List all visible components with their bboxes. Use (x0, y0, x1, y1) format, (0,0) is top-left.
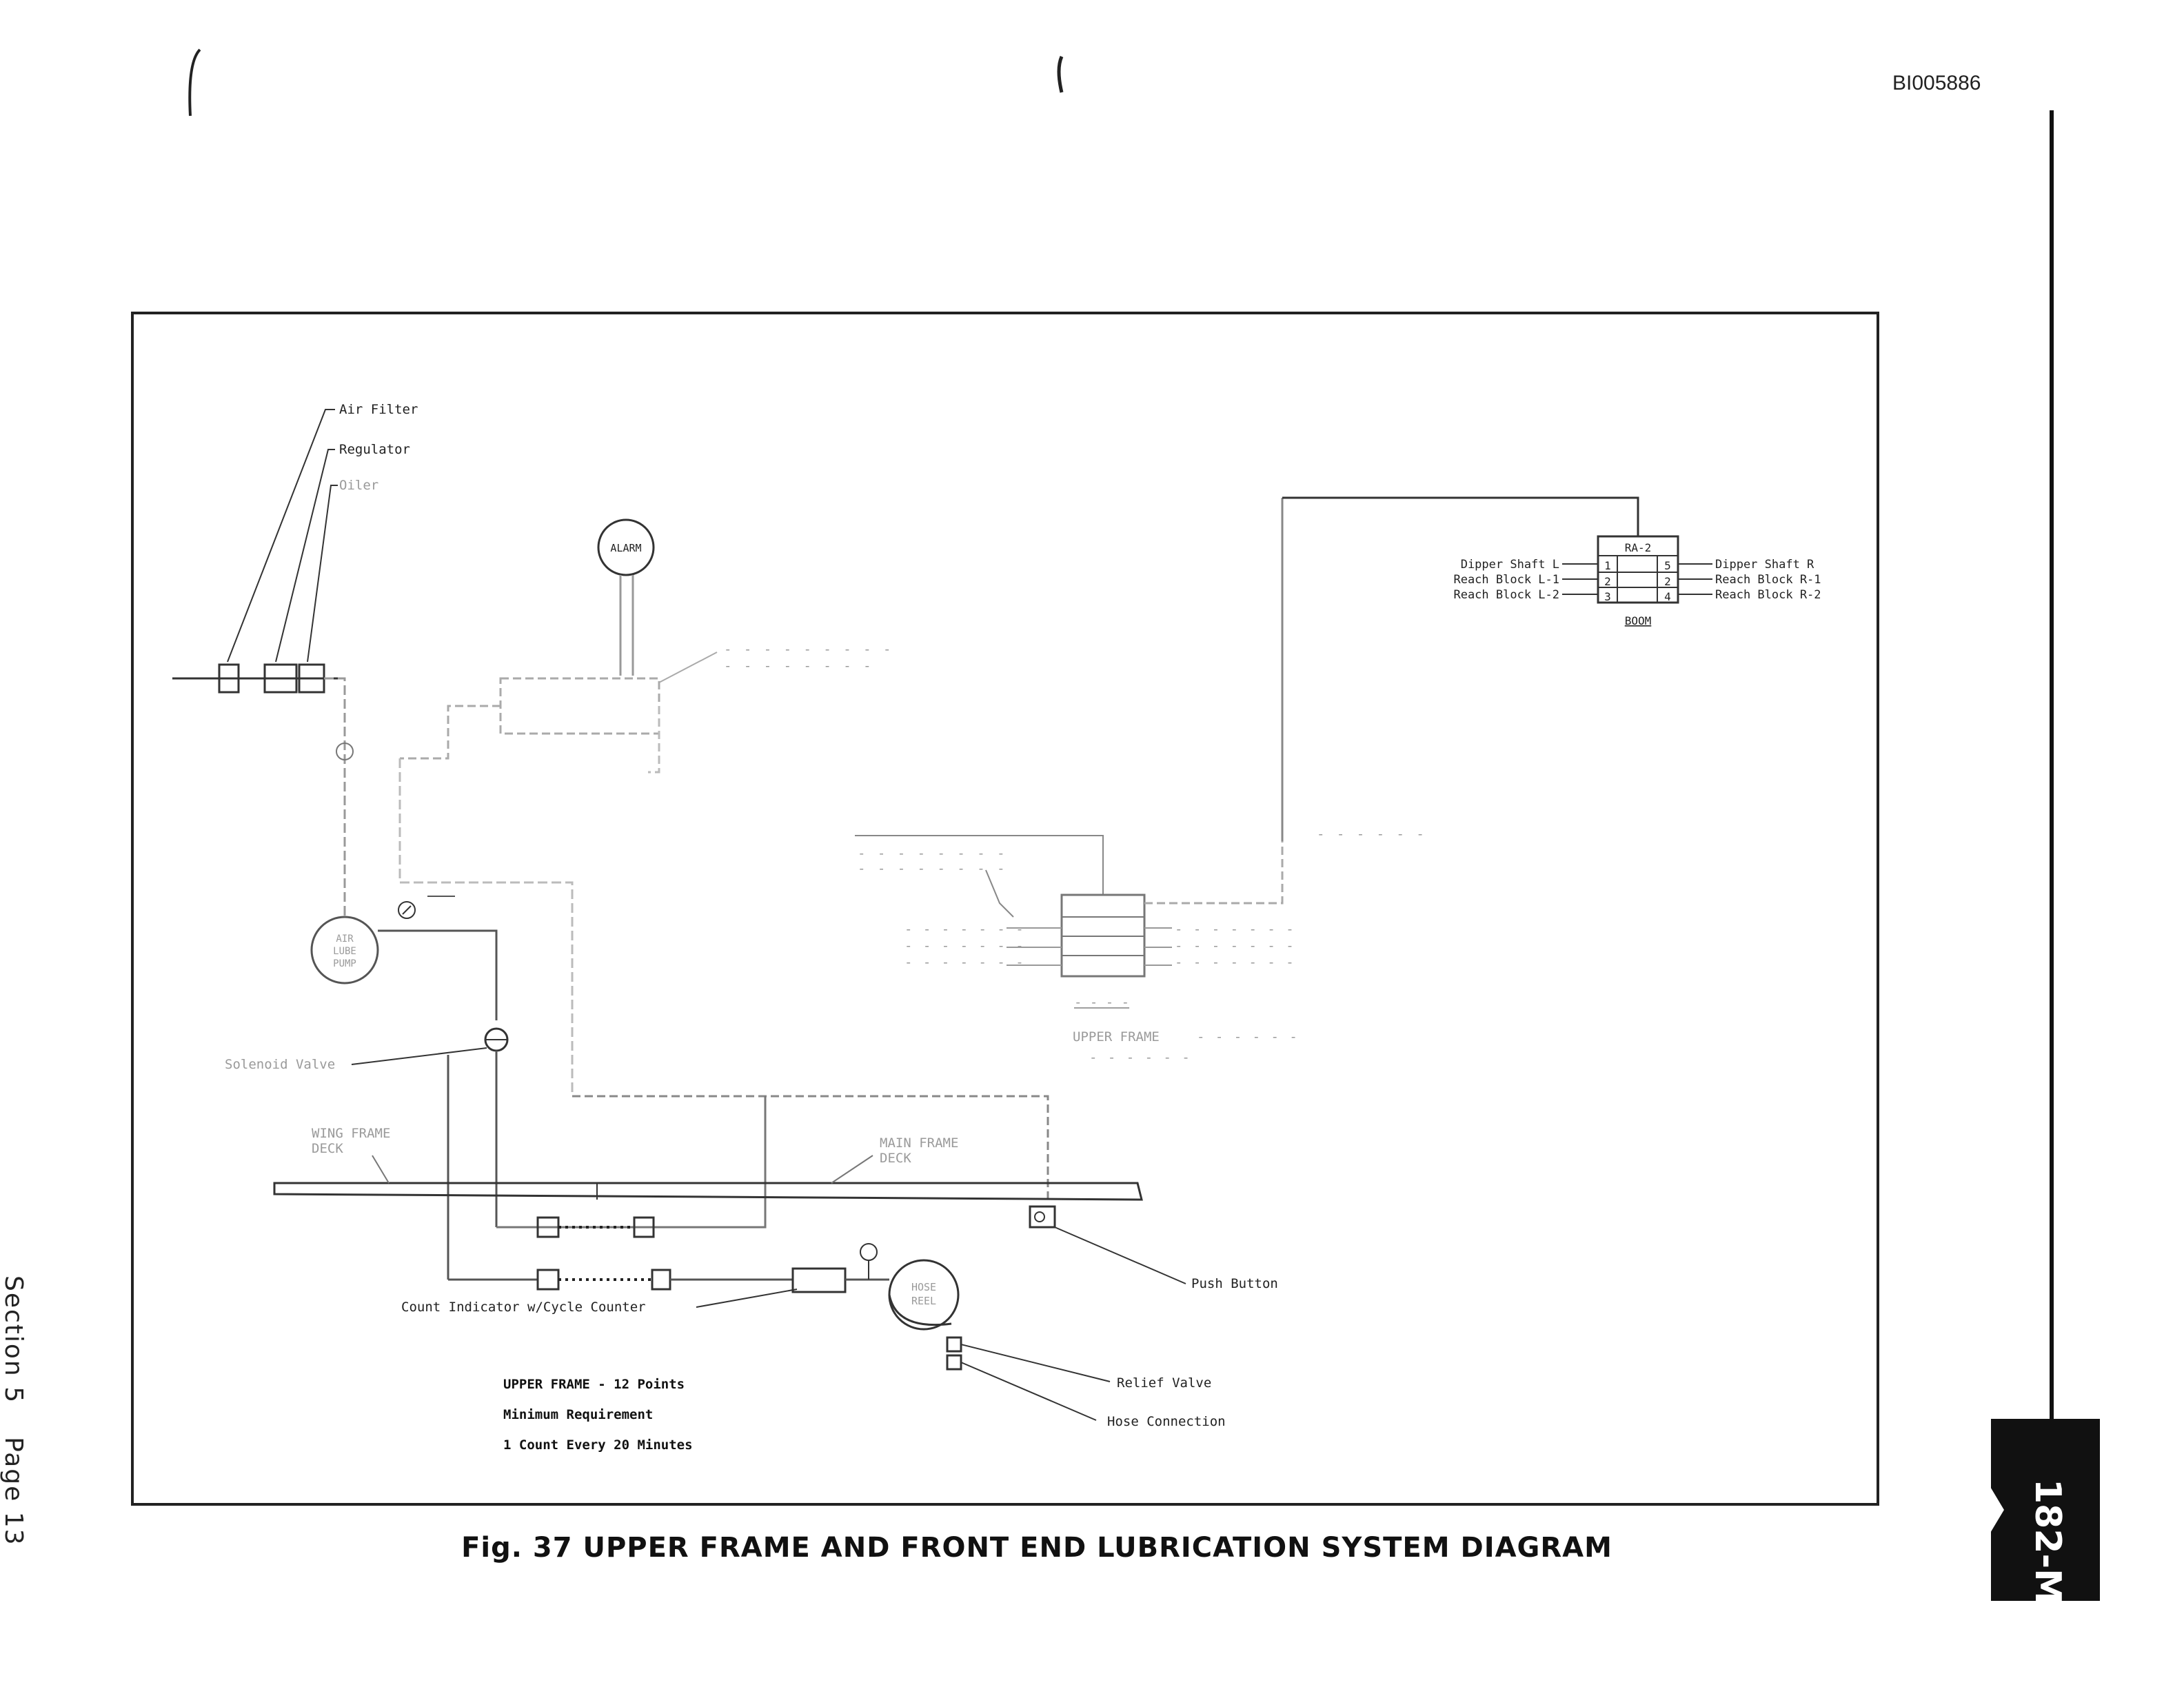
svg-text:AIR: AIR (336, 933, 354, 945)
notes-line-3: 1 Count Every 20 Minutes (503, 1437, 693, 1453)
boom-label: BOOM (1625, 614, 1652, 627)
boom-block (1597, 535, 1679, 604)
wing-frame-deck-label: WING FRAME (312, 1126, 390, 1141)
boom-left-2: Reach Block L-1 (1453, 573, 1559, 587)
figure-caption: Fig. 37 UPPER FRAME AND FRONT END LUBRIC… (461, 1532, 1612, 1564)
solenoid-valve-group: Solenoid Valve (225, 1027, 509, 1280)
boom-right-3: Reach Block R-2 (1715, 588, 1821, 602)
svg-text:- - - - - - -: - - - - - - - (1175, 938, 1295, 953)
counter-icon (791, 1267, 847, 1293)
boom-block-label: RA-2 (1625, 541, 1652, 554)
notes-group: UPPER FRAME - 12 Points Minimum Requirem… (503, 1377, 693, 1453)
svg-text:- - - - - -: - - - - - - (1197, 1029, 1299, 1044)
corner-mark-left (188, 48, 201, 117)
air-filter-label: Air Filter (339, 402, 418, 417)
svg-text:- - - - - - - - -: - - - - - - - - - (724, 642, 893, 657)
notes-line-2: Minimum Requirement (503, 1407, 653, 1422)
push-button-icon (1029, 1205, 1056, 1229)
notes-line-1: UPPER FRAME - 12 Points (503, 1377, 685, 1392)
thumb-tab (1991, 1419, 2100, 1601)
air-lube-pump-icon (310, 916, 379, 985)
svg-text:- - - -: - - - - (1074, 995, 1129, 1010)
corner-mark-center (1057, 55, 1064, 93)
svg-text:- - - - - - -: - - - - - - - (1175, 955, 1295, 970)
regulator-label: Regulator (339, 442, 410, 457)
deck-group: WING FRAME DECK MAIN FRAME DECK (273, 1126, 1143, 1201)
push-button-group: Push Button (1029, 1205, 1278, 1291)
diagram-frame (131, 312, 1879, 1506)
alarm-icon (597, 518, 655, 576)
solenoid-valve-label: Solenoid Valve (225, 1057, 335, 1072)
svg-text:HOSE: HOSE (911, 1281, 936, 1293)
svg-text:- - - - - -: - - - - - - (1089, 1050, 1191, 1065)
boom-num-l1: 1 (1604, 559, 1611, 572)
svg-text:PUMP: PUMP (333, 958, 356, 969)
air-lube-pump-group: AIR LUBE PUMP (310, 896, 498, 1020)
svg-text:- - - - - -: - - - - - - (1317, 827, 1426, 842)
svg-text:- - - - - - - -: - - - - - - - - (858, 846, 1007, 861)
oiler-label: Oiler (339, 478, 378, 493)
document-id: BI005886 (1892, 72, 1981, 94)
boom-num-r2: 2 (1664, 575, 1671, 588)
svg-text:- - - - - - -: - - - - - - - (904, 922, 1025, 937)
boom-right-1: Dipper Shaft R (1715, 558, 1814, 572)
main-deck-bar (273, 1182, 1143, 1201)
push-button-label: Push Button (1191, 1276, 1278, 1291)
svg-text:- - - - - - - -: - - - - - - - - (724, 658, 873, 674)
regulator-icon (263, 663, 298, 694)
air-supply-group: Air Filter Regulator Oiler (172, 402, 418, 917)
air-filter-icon (218, 663, 240, 694)
svg-text:- - - - - - -: - - - - - - - (904, 955, 1025, 970)
count-indicator-label: Count Indicator w/Cycle Counter (401, 1300, 646, 1315)
alarm-group: ALARM - - - - - - - - - - - - - - - - - (400, 518, 893, 774)
boom-num-l2: 2 (1604, 575, 1611, 588)
svg-text:- - - - - - - -: - - - - - - - - (858, 861, 1007, 876)
boom-right-2: Reach Block R-1 (1715, 573, 1821, 587)
hose-reel-group: HOSE REEL Relief Valve Hose Connection (888, 1259, 1226, 1429)
upper-frame-block-group: - - - - - - - - - - - - - - - - - - - - … (855, 498, 1426, 1065)
pump-block (499, 677, 660, 735)
boom-num-r1: 5 (1664, 559, 1671, 572)
count-indicator-group: Count Indicator w/Cycle Counter (401, 1243, 889, 1315)
alarm-label: ALARM (610, 542, 641, 554)
relief-valve-label: Relief Valve (1117, 1375, 1211, 1391)
svg-text:DECK: DECK (880, 1151, 911, 1166)
boom-left-1: Dipper Shaft L (1461, 558, 1559, 572)
boom-num-r3: 4 (1664, 590, 1671, 603)
hose-connection-label: Hose Connection (1107, 1414, 1226, 1429)
boom-group: RA-2 1 2 3 5 2 4 Dipper Shaft L Reach Bl… (1282, 496, 1821, 627)
svg-text:REEL: REEL (911, 1295, 936, 1307)
upper-frame-label: UPPER FRAME (1073, 1029, 1160, 1044)
hose-connection-icon (946, 1354, 962, 1371)
boom-left-3: Reach Block L-2 (1453, 588, 1559, 602)
svg-text:LUBE: LUBE (333, 946, 356, 957)
svg-text:DECK: DECK (312, 1141, 343, 1156)
svg-text:- - - - - - -: - - - - - - - (904, 938, 1025, 953)
relief-valve-icon (946, 1336, 962, 1353)
boom-num-l3: 3 (1604, 590, 1611, 603)
svg-text:- - - - - - -: - - - - - - - (1175, 922, 1295, 937)
main-frame-deck-label: MAIN FRAME (880, 1135, 958, 1151)
